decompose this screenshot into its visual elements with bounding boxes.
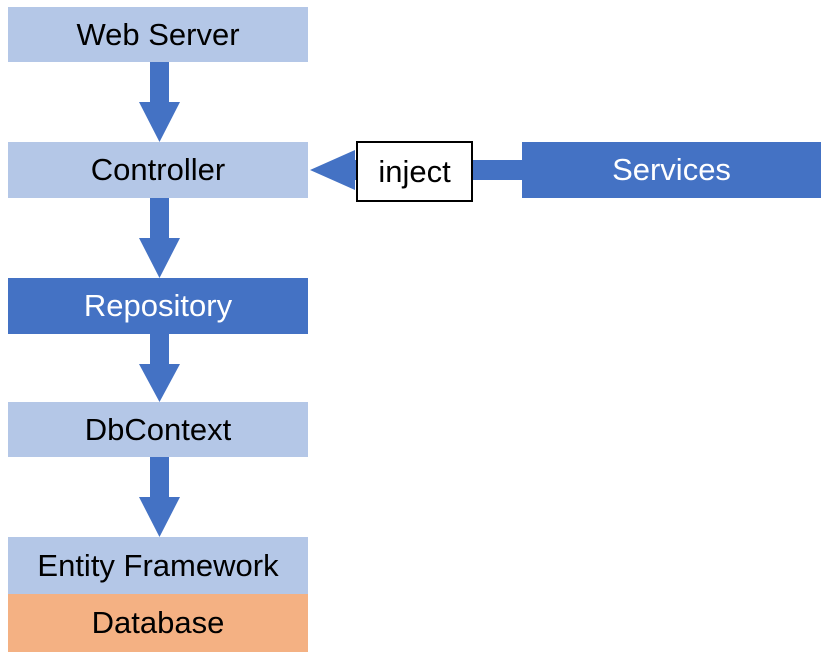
entity-framework-node: Entity Framework	[8, 537, 308, 594]
database-node: Database	[8, 594, 308, 652]
services-node: Services	[522, 142, 821, 198]
repository-node: Repository	[8, 278, 308, 334]
controller-node: Controller	[8, 142, 308, 198]
web-server-node: Web Server	[8, 7, 308, 62]
arrow-dbcontext-to-entity-framework	[139, 457, 180, 537]
inject-label: inject	[356, 141, 473, 202]
arrow-controller-to-repository	[139, 198, 180, 278]
dbcontext-node: DbContext	[8, 402, 308, 457]
arrow-repository-to-dbcontext	[139, 334, 180, 402]
arrow-webserver-to-controller	[139, 62, 180, 142]
